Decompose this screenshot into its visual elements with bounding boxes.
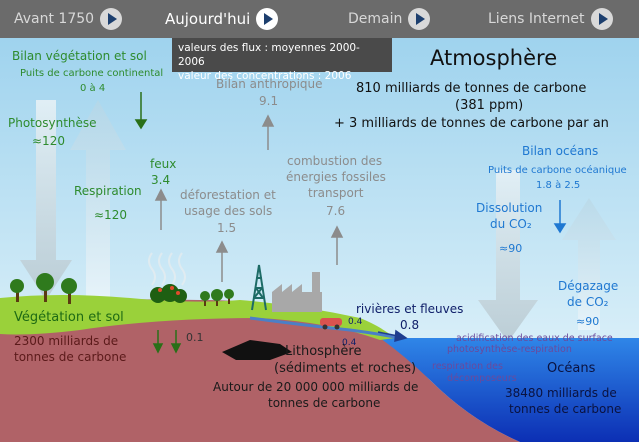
nav-demain[interactable]: Demain <box>348 0 431 38</box>
dissolution-line1: Dissolution <box>476 201 543 215</box>
acidification-label: acidification des eaux de surface <box>456 333 613 344</box>
nav-demain-label: Demain <box>348 11 403 27</box>
photosynthesis-value: ≈120 <box>32 134 65 148</box>
fires-label: feux <box>150 157 177 171</box>
rivers-small-value-b: 0.4 <box>342 338 357 348</box>
nav-aujourdhui-label: Aujourd'hui <box>165 10 251 28</box>
lithosphere-title: Lithosphère <box>285 344 362 359</box>
river <box>249 316 401 340</box>
ocean-sink-value: 1.8 à 2.5 <box>536 180 581 191</box>
rivers-small-value-a: 0.4 <box>348 317 363 327</box>
photosynthesis-label: Photosynthèse <box>8 116 97 130</box>
oil-derrick <box>251 264 267 311</box>
play-icon[interactable] <box>256 8 279 30</box>
nav-liens-internet[interactable]: Liens Internet <box>488 0 613 38</box>
deforestation-line2: usage des sols <box>184 204 273 218</box>
play-icon[interactable] <box>590 8 613 30</box>
rivers-label: rivières et fleuves <box>356 302 464 316</box>
atmosphere-stock: 810 milliards de tonnes de carbone <box>356 81 587 96</box>
decomposer-respiration-line2: décomposeurs <box>447 373 517 384</box>
decomposer-respiration-line1: respiration des <box>432 361 503 372</box>
burning-trees <box>150 284 187 303</box>
photosynthesis-respiration-label: photosynthèse-respiration <box>447 344 572 355</box>
atmosphere-title: Atmosphère <box>430 46 558 70</box>
degazage-arrow <box>562 198 616 330</box>
fossil-line3: transport <box>308 186 364 200</box>
atmosphere-ppm: (381 ppm) <box>455 98 524 113</box>
dissolution-arrow <box>478 170 538 342</box>
nav-avant-1750-label: Avant 1750 <box>14 11 95 27</box>
degazage-value: ≈90 <box>576 315 600 328</box>
dissolution-line2: du CO₂ <box>490 217 532 231</box>
fossil-line2: énergies fossiles <box>286 170 386 184</box>
continental-sink-label: Puits de carbone continental <box>20 68 164 79</box>
green-sink-arrows <box>134 92 182 354</box>
earth-ground <box>0 299 520 442</box>
info-flux-line: valeurs des flux : moyennes 2000-2006 <box>178 42 360 68</box>
river-arrow <box>377 329 408 343</box>
legend-info-box: valeurs des flux : moyennes 2000-2006 va… <box>172 38 392 82</box>
ocean-sink-label: Puits de carbone océanique <box>488 165 627 176</box>
play-icon[interactable] <box>408 8 431 30</box>
ocean-stock-line1: 38480 milliards de <box>505 386 617 400</box>
factory <box>272 272 322 312</box>
ocean-stock-line2: tonnes de carbone <box>509 402 622 416</box>
soil-sink-value: 0.1 <box>186 331 204 344</box>
play-icon[interactable] <box>100 8 123 30</box>
car <box>320 318 342 330</box>
lithosphere-stock-line2: tonnes de carbone <box>268 396 381 410</box>
atmosphere-increase: + 3 milliards de tonnes de carbone par a… <box>334 116 609 131</box>
continental-sink-value: 0 à 4 <box>80 83 106 94</box>
carbon-cycle-scene <box>0 38 639 442</box>
respiration-label: Respiration <box>74 184 142 198</box>
degazage-line2: de CO₂ <box>567 295 609 309</box>
smoke <box>148 252 186 286</box>
deforestation-value: 1.5 <box>217 221 237 235</box>
nav-aujourdhui[interactable]: Aujourd'hui <box>165 0 279 38</box>
fossil-value: 7.6 <box>326 204 346 218</box>
ocean-sink-arrow <box>553 200 567 234</box>
ocean <box>380 338 639 442</box>
anthropic-bilan-value: 9.1 <box>259 94 279 108</box>
rivers-value: 0.8 <box>400 318 420 332</box>
respiration-value: ≈120 <box>94 208 127 222</box>
info-concentration-line: valeur des concentrations : 2006 <box>178 70 352 82</box>
photosynthesis-arrow <box>20 100 72 300</box>
fossil-deposit <box>222 340 292 360</box>
respiration-arrow <box>70 100 126 300</box>
nav-liens-internet-label: Liens Internet <box>488 11 585 27</box>
top-navigation-bar: Avant 1750 Aujourd'hui Demain Liens Inte… <box>0 0 639 38</box>
vegetation-stock-line1: 2300 milliards de <box>14 334 119 348</box>
lithosphere-stock-line1: Autour de 20 000 000 milliards de <box>213 380 419 394</box>
deforestation-line1: déforestation et <box>180 188 276 202</box>
fires-value: 3.4 <box>151 173 171 187</box>
dissolution-value: ≈90 <box>499 242 523 255</box>
ocean-bilan-title: Bilan océans <box>522 144 599 158</box>
vegetation-bilan-title: Bilan végétation et sol <box>12 49 147 63</box>
fossil-line1: combustion des <box>287 154 383 168</box>
vegetation-stock-line2: tonnes de carbone <box>14 350 127 364</box>
anthropic-bilan-label: Bilan anthropique <box>216 77 323 91</box>
lithosphere-subtitle: (sédiments et roches) <box>274 361 417 376</box>
nav-avant-1750[interactable]: Avant 1750 <box>14 0 123 38</box>
land-vegetation <box>0 295 395 340</box>
degazage-line1: Dégazage <box>558 279 619 293</box>
small-arrows <box>154 114 344 282</box>
vegetation-soil-title: Végétation et sol <box>14 310 124 325</box>
trees <box>10 273 234 306</box>
ocean-title: Océans <box>547 361 596 376</box>
